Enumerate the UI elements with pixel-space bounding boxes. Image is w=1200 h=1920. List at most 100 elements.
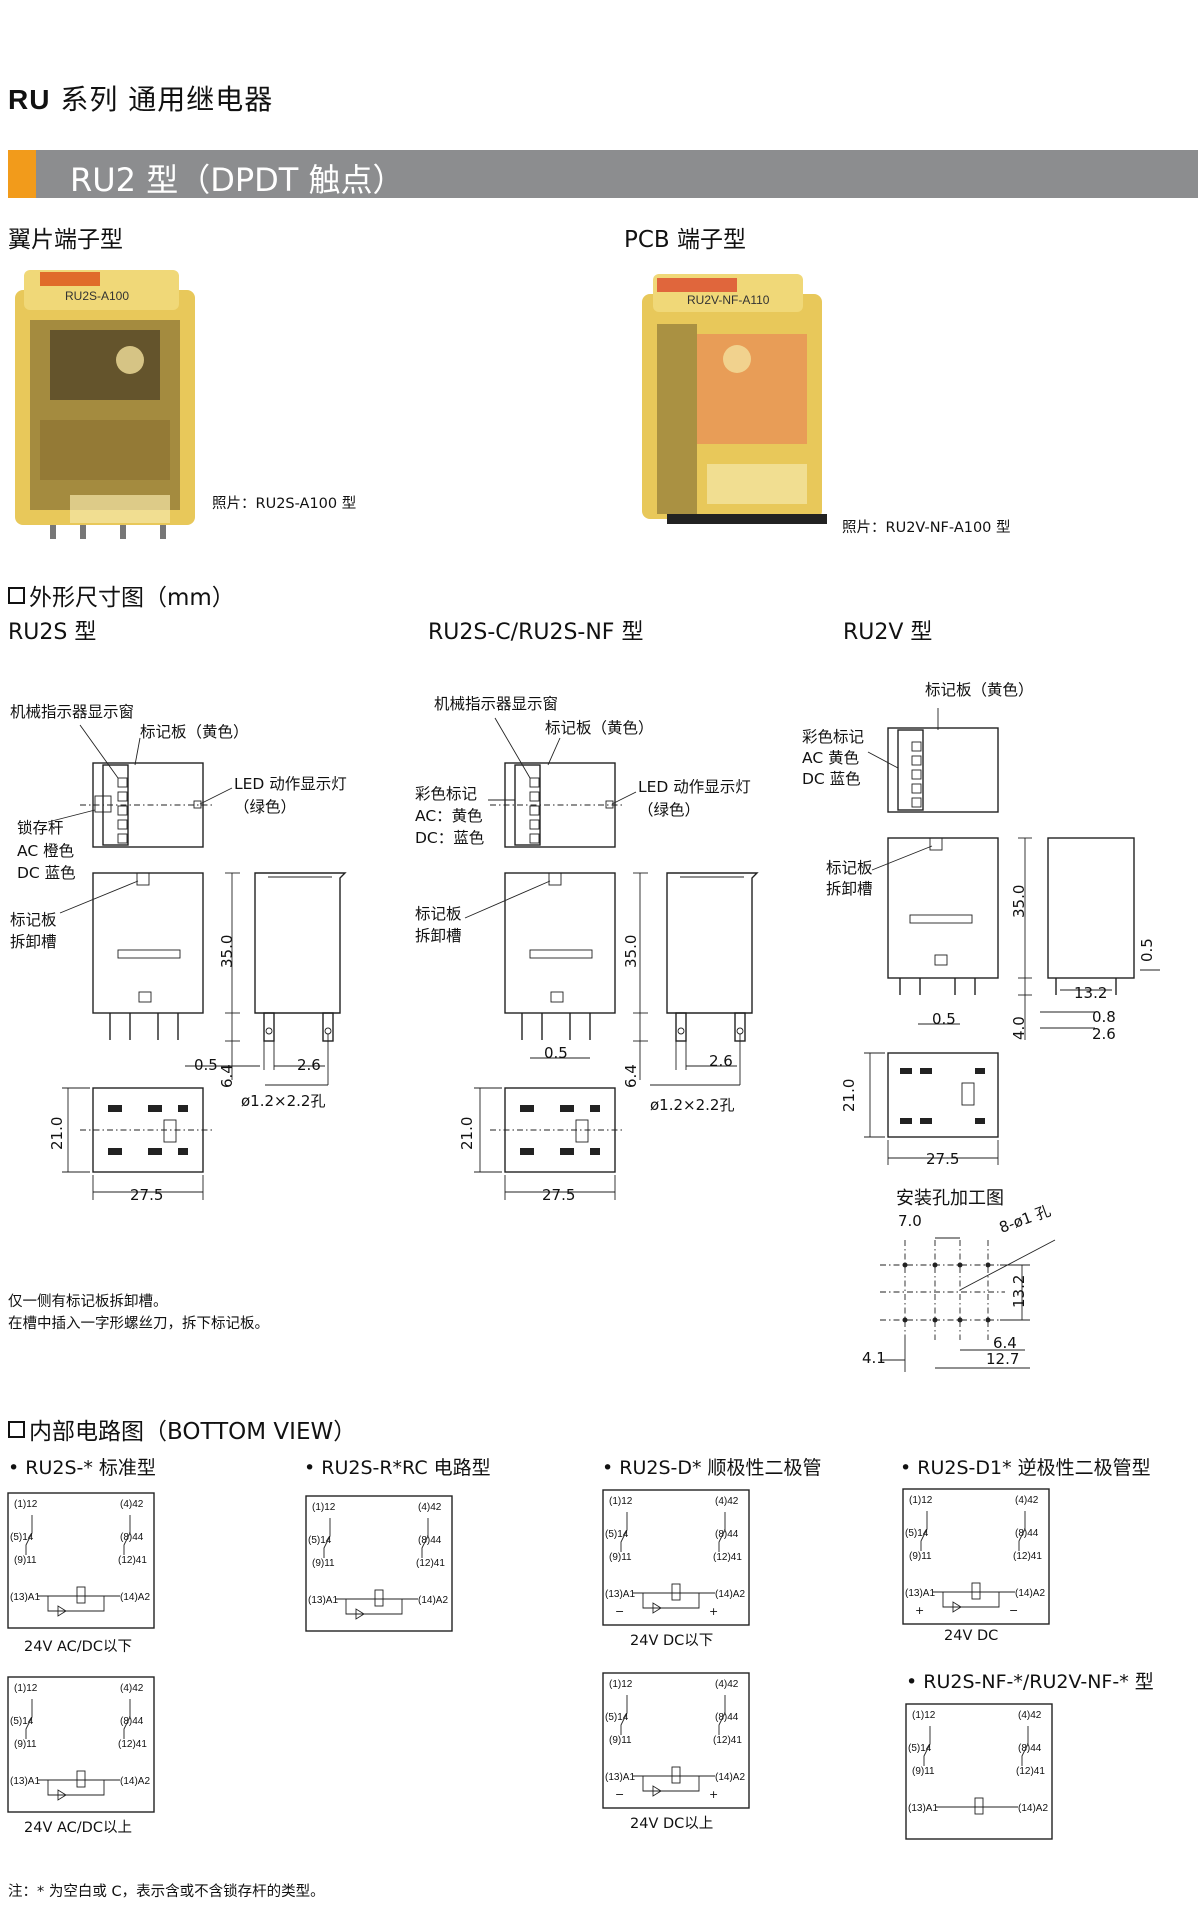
section-banner: RU2 型（DPDT 触点） — [8, 150, 1198, 199]
contact-right — [1018, 1511, 1026, 1551]
circuit-box — [905, 1703, 1053, 1840]
terminal-label: (8)44 — [715, 1529, 739, 1540]
col2-dim-05: 0.5 — [544, 1044, 568, 1062]
terminal-label: (14)A2 — [120, 1776, 150, 1787]
circuit-title-rc: • RU2S-R*RC 电路型 — [304, 1457, 491, 1479]
terminal-label: (1)12 — [312, 1502, 336, 1513]
pcb-terminal-heading: PCB 端子型 — [624, 227, 747, 253]
polarity-minus: − — [615, 1605, 624, 1618]
coil-icon — [76, 1586, 86, 1604]
terminal-label: (13)A1 — [605, 1772, 635, 1783]
terminal-label: (9)11 — [14, 1555, 37, 1566]
terminal-label: (8)44 — [120, 1532, 144, 1543]
col1-dim-hole: ø1.2×2.2孔 — [241, 1092, 326, 1110]
circuit-title-standard: • RU2S-* 标准型 — [8, 1457, 156, 1479]
photo-right-label: RU2V-NF-A110 — [687, 293, 770, 307]
terminal-label: (12)41 — [416, 1558, 445, 1569]
polarity-minus: + — [915, 1604, 924, 1617]
diode-icon — [652, 1785, 662, 1797]
mount-dim-70: 7.0 — [898, 1212, 922, 1230]
polarity-plus: + — [709, 1605, 718, 1618]
circuit-heading: 内部电路图（BOTTOM VIEW） — [8, 1412, 356, 1446]
col3-dim-26: 2.6 — [1092, 1025, 1116, 1043]
col2-label-dc-blue: DC：蓝色 — [415, 829, 485, 847]
terminal-label: (13)A1 — [908, 1803, 938, 1814]
terminal-label: (1)12 — [14, 1499, 38, 1510]
coil-icon — [974, 1797, 984, 1815]
note-line-1: 仅一侧有标记板拆卸槽。 — [8, 1294, 168, 1310]
col1-label-indicator-window: 机械指示器显示窗 — [10, 703, 135, 721]
terminal-label: (14)A2 — [1018, 1803, 1048, 1814]
coil-icon — [671, 1766, 681, 1784]
terminal-label: (1)12 — [912, 1710, 936, 1721]
circuit-box — [602, 1672, 750, 1809]
terminal-label: (8)44 — [418, 1535, 442, 1546]
diode-icon — [355, 1608, 365, 1620]
polarity-minus: − — [615, 1788, 624, 1801]
mount-dim-127: 12.7 — [986, 1350, 1020, 1368]
terminal-label: (1)12 — [609, 1679, 633, 1690]
col2-title: RU2S-C/RU2S-NF 型 — [428, 620, 644, 645]
terminal-label: (1)12 — [14, 1683, 38, 1694]
terminal-label: (5)14 — [605, 1712, 629, 1723]
terminal-label: (5)14 — [308, 1535, 332, 1546]
contact-right — [421, 1518, 429, 1558]
terminal-label: (14)A2 — [1015, 1588, 1045, 1599]
terminal-label: (8)44 — [120, 1716, 144, 1727]
terminal-label: (14)A2 — [715, 1589, 745, 1600]
col1-label-marker-plate: 标记板（黄色） — [140, 723, 249, 741]
circuit-box — [602, 1489, 750, 1626]
col1-label-latch-lever: 锁存杆 — [17, 819, 64, 837]
terminal-label: (12)41 — [713, 1552, 742, 1563]
caption-reverse-diode: 24V DC — [944, 1628, 999, 1644]
terminal-label: (4)42 — [120, 1499, 144, 1510]
col2-label-ac-yellow: AC：黄色 — [415, 807, 483, 825]
col1-label-plate: 标记板 — [10, 911, 57, 929]
terminal-label: (13)A1 — [905, 1588, 935, 1599]
col2-label-color-mark: 彩色标记 — [415, 785, 478, 803]
terminal-label: (12)41 — [118, 1555, 147, 1566]
terminal-label: (9)11 — [609, 1552, 632, 1563]
polarity-plus: + — [709, 1788, 718, 1801]
col2-dim-26: 2.6 — [709, 1052, 733, 1070]
terminal-label: (5)14 — [905, 1528, 929, 1539]
contact-left — [923, 1726, 931, 1766]
terminal-label: (9)11 — [14, 1739, 37, 1750]
caption-standard-low: 24V AC/DC以下 — [24, 1639, 132, 1655]
terminal-label: (12)41 — [1013, 1551, 1042, 1562]
mount-dim-41: 4.1 — [862, 1349, 886, 1367]
photo-caption-left: 照片：RU2S-A100 型 — [212, 496, 357, 512]
col3-title: RU2V 型 — [843, 620, 933, 645]
terminal-label: (4)42 — [715, 1496, 739, 1507]
contact-left — [323, 1518, 331, 1558]
circuit-box — [7, 1492, 155, 1629]
terminal-label: (8)44 — [715, 1712, 739, 1723]
col2-dim-275: 27.5 — [542, 1186, 576, 1204]
col1-dim-26: 2.6 — [297, 1056, 321, 1074]
col3-label-ac-yellow: AC 黄色 — [802, 749, 860, 767]
contact-left — [25, 1515, 33, 1555]
col1-title: RU2S 型 — [8, 620, 97, 645]
caption-diode-high: 24V DC以上 — [630, 1816, 714, 1832]
terminal-label: (8)44 — [1015, 1528, 1039, 1539]
led-branch — [345, 1599, 403, 1615]
terminal-label: (5)14 — [10, 1532, 34, 1543]
circuit-title-diode: • RU2S-D* 顺极性二极管 — [602, 1457, 822, 1479]
terminal-label: (4)42 — [120, 1683, 144, 1694]
mounting-hole-title: 安装孔加工图 — [896, 1188, 1004, 1209]
contact-right — [123, 1699, 131, 1739]
terminal-label: (14)A2 — [715, 1772, 745, 1783]
square-bullet-icon — [8, 1421, 25, 1438]
coil-icon — [76, 1770, 86, 1788]
terminal-label: (4)42 — [1015, 1495, 1039, 1506]
circuit-box — [902, 1488, 1050, 1625]
col3-dim-275: 27.5 — [926, 1150, 960, 1168]
col3-label-color-mark: 彩色标记 — [802, 728, 865, 746]
col2-label-led-green: （绿色） — [638, 801, 701, 819]
col3-dim-05: 0.5 — [932, 1010, 956, 1028]
terminal-label: (5)14 — [605, 1529, 629, 1540]
banner-title: RU2 型（DPDT 触点） — [70, 161, 405, 199]
col3-label-dc-blue: DC 蓝色 — [802, 770, 861, 788]
